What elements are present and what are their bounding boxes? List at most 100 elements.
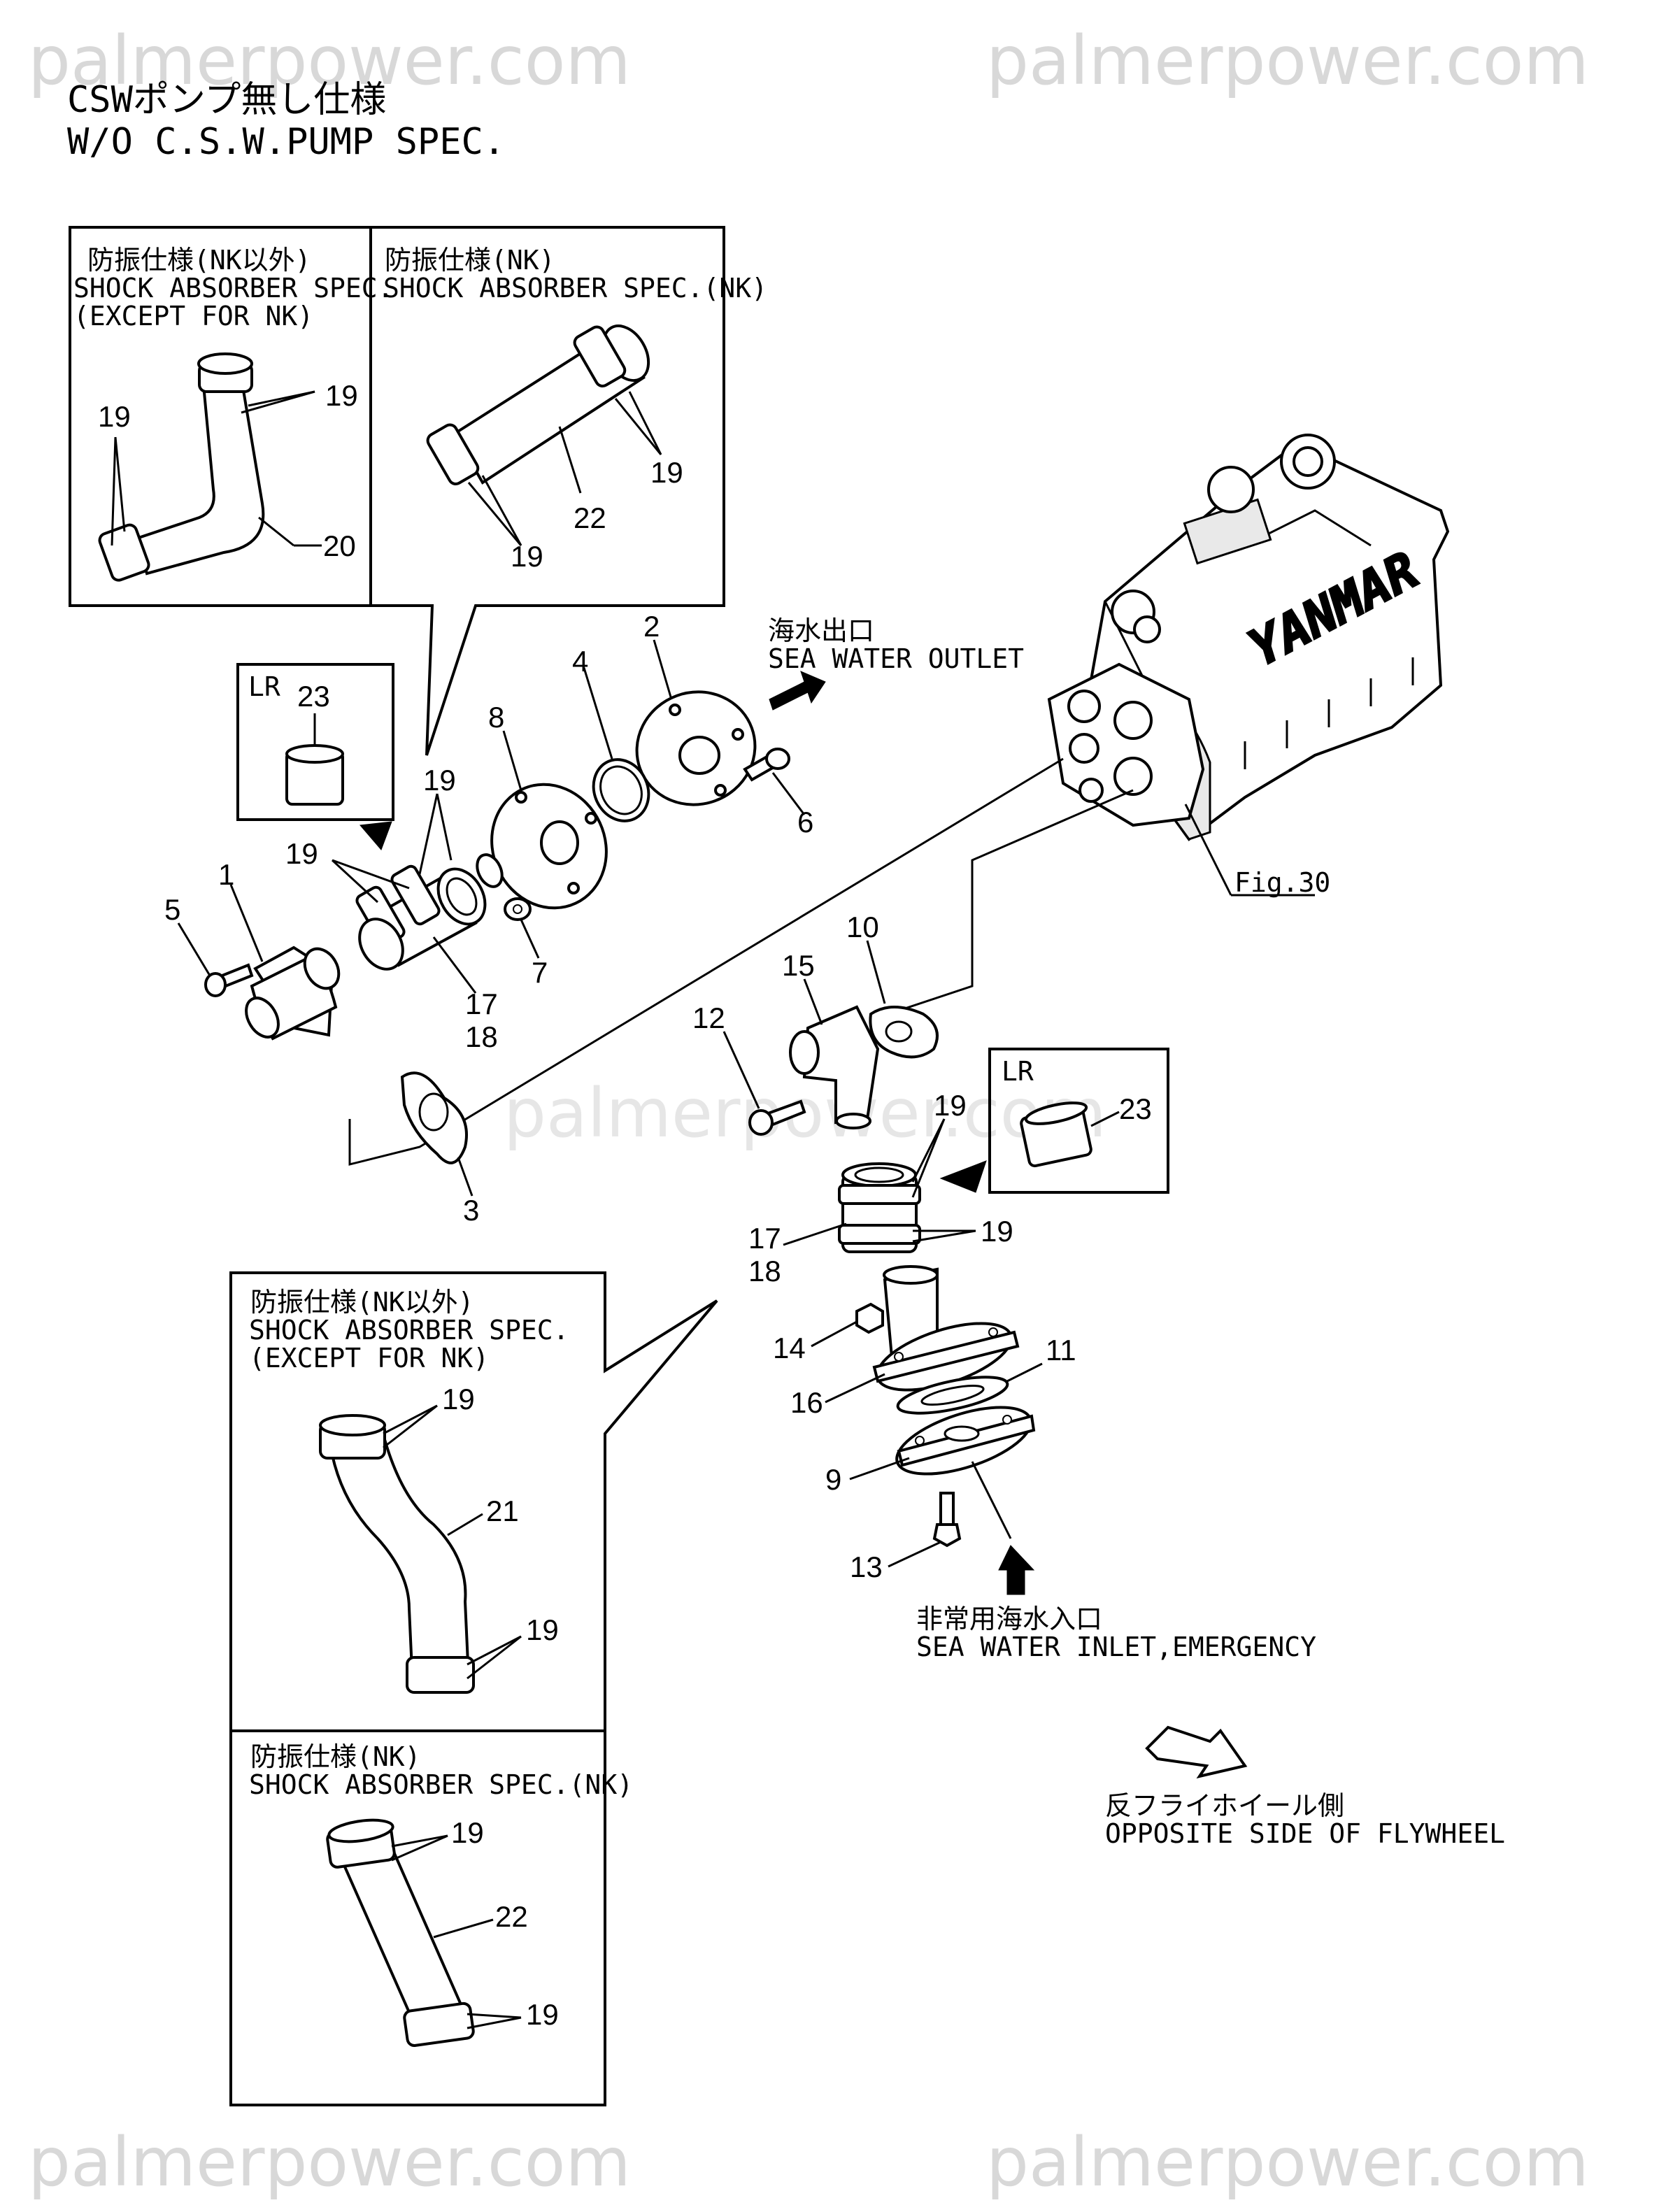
- callout-19: 19: [650, 456, 683, 489]
- hose-curved-icon: [327, 1425, 471, 1687]
- callout-23: 23: [1119, 1092, 1152, 1125]
- inlet-label-jp: 非常用海水入口: [916, 1604, 1102, 1634]
- callout-8: 8: [488, 701, 504, 734]
- callout-6: 6: [797, 806, 813, 839]
- page-title-jp: CSWポンプ無し仕様: [67, 79, 386, 121]
- inset-bottom-lower-jp: 防振仕様(NK): [250, 1741, 421, 1772]
- callout-20: 20: [323, 529, 356, 562]
- part-16-flanged-pipe: 16: [790, 1265, 1020, 1419]
- watermark-bottom-left: palmerpower.com: [28, 2123, 631, 2202]
- callout-18: 18: [465, 1020, 498, 1053]
- clamp-icon: [403, 2001, 475, 2048]
- callout-4: 4: [572, 645, 588, 678]
- inlet-label-en: SEA WATER INLET,EMERGENCY: [916, 1632, 1316, 1662]
- direction-indicator: 反フライホイール側 OPPOSITE SIDE OF FLYWHEEL: [1105, 1725, 1505, 1849]
- inset-bottom-upper-en1: SHOCK ABSORBER SPEC.: [249, 1315, 569, 1346]
- watermark-top-right: palmerpower.com: [986, 22, 1589, 100]
- watermark-center: palmerpower.com: [504, 1074, 1106, 1153]
- callout-14: 14: [773, 1332, 806, 1364]
- callout-12: 12: [692, 1001, 725, 1034]
- part-5-bolt: 5: [164, 893, 254, 997]
- fig-reference: Fig.30: [1234, 867, 1330, 898]
- inset-lr-mid: LR 23: [988, 1048, 1169, 1194]
- part-12-bolt: 12: [692, 1001, 806, 1136]
- inset-top-left-en1: SHOCK ABSORBER SPEC.: [73, 273, 394, 304]
- callout-13: 13: [850, 1550, 883, 1583]
- inset-top: 防振仕様(NK以外) SHOCK ABSORBER SPEC. (EXCEPT …: [69, 226, 767, 756]
- clamp-icon: [406, 1656, 475, 1694]
- callout-19: 19: [934, 1089, 967, 1122]
- part-2-flange: 2: [635, 610, 757, 806]
- part-9-flange: 9: [825, 1406, 1036, 1496]
- direction-label-en: OPPOSITE SIDE OF FLYWHEEL: [1105, 1818, 1505, 1849]
- view-arrow-icon: [359, 821, 392, 850]
- part-8-flange: 8: [488, 701, 608, 910]
- clamp-icon: [98, 523, 150, 582]
- callout-21: 21: [486, 1494, 519, 1527]
- part-15-elbow: 15: [782, 949, 880, 1129]
- part-7-nut: 7: [504, 897, 548, 989]
- part-17-hose-upper: 19 19 17 18: [285, 764, 498, 1053]
- callout-19: 19: [451, 1816, 484, 1849]
- part-6-bolt: 6: [743, 748, 813, 839]
- inset-bottom: 防振仕様(NK以外) SHOCK ABSORBER SPEC. (EXCEPT …: [229, 1271, 718, 2106]
- callout-17: 17: [748, 1222, 781, 1255]
- page-title-en: W/O C.S.W.PUMP SPEC.: [67, 121, 505, 163]
- callout-19: 19: [423, 764, 456, 797]
- callout-18: 18: [748, 1255, 781, 1287]
- part-13-bolt: 13: [850, 1492, 962, 1583]
- part-3-gasket: 3: [400, 1071, 479, 1227]
- watermark-bottom-right: palmerpower.com: [986, 2123, 1589, 2202]
- lr-tag: LR: [1002, 1056, 1034, 1087]
- callout-3: 3: [463, 1194, 479, 1227]
- clamp-icon: [838, 1184, 921, 1205]
- part-17-hose-lower: 19 19 17 18: [748, 1089, 1013, 1287]
- callout-9: 9: [825, 1463, 841, 1496]
- assembly-line: [348, 757, 1064, 1166]
- callout-23: 23: [297, 680, 330, 713]
- callout-2: 2: [643, 610, 660, 643]
- watermark-top-left: palmerpower.com: [28, 22, 631, 100]
- callout-19: 19: [526, 1613, 559, 1646]
- view-arrow-icon: [939, 1160, 987, 1193]
- part-1-pipe: 1: [218, 858, 341, 1041]
- callout-11: 11: [1046, 1334, 1076, 1367]
- direction-label-jp: 反フライホイール側: [1105, 1790, 1344, 1821]
- clamp-icon: [838, 1224, 921, 1245]
- callout-10: 10: [846, 911, 879, 943]
- inset-top-left-jp: 防振仕様(NK以外): [87, 245, 311, 276]
- callout-19: 19: [526, 1998, 559, 2031]
- inset-bottom-lower-en: SHOCK ABSORBER SPEC.(NK): [249, 1769, 633, 1800]
- callout-19: 19: [442, 1383, 475, 1415]
- callout-19: 19: [325, 379, 358, 412]
- outlet-label-en: SEA WATER OUTLET: [768, 643, 1024, 674]
- callout-22: 22: [574, 501, 606, 534]
- part-4-oring: 4: [572, 645, 650, 822]
- inset-lr-top: LR 23: [236, 663, 394, 821]
- arrow-outlet-icon: [769, 671, 826, 711]
- callout-19: 19: [98, 400, 131, 433]
- direction-arrow-icon: [1145, 1725, 1248, 1779]
- inset-bottom-upper-en2: (EXCEPT FOR NK): [249, 1343, 489, 1373]
- arrow-inlet-icon: [998, 1545, 1035, 1595]
- callout-19: 19: [511, 540, 543, 573]
- hose-bent-icon: [134, 376, 265, 576]
- inset-top-left-en2: (EXCEPT FOR NK): [73, 301, 313, 331]
- clamp-icon: [573, 325, 627, 387]
- part-10-gasket: 10: [846, 911, 939, 1059]
- inset-top-right-jp: 防振仕様(NK): [385, 245, 555, 276]
- callout-5: 5: [164, 893, 180, 926]
- part-11-gasket: 11: [896, 1334, 1076, 1415]
- inset-bottom-upper-jp: 防振仕様(NK以外): [250, 1287, 474, 1318]
- callout-7: 7: [532, 956, 548, 989]
- lr-tag: LR: [248, 671, 280, 702]
- callout-1: 1: [218, 858, 234, 891]
- clamp-icon: [390, 864, 441, 926]
- outlet-label-jp: 海水出口: [768, 615, 874, 646]
- callout-22: 22: [495, 1900, 528, 1933]
- clamp-icon: [426, 423, 480, 485]
- engine-cylinder-head: YANMAR: [1047, 434, 1450, 841]
- callout-17: 17: [465, 987, 498, 1020]
- callout-15: 15: [782, 949, 815, 982]
